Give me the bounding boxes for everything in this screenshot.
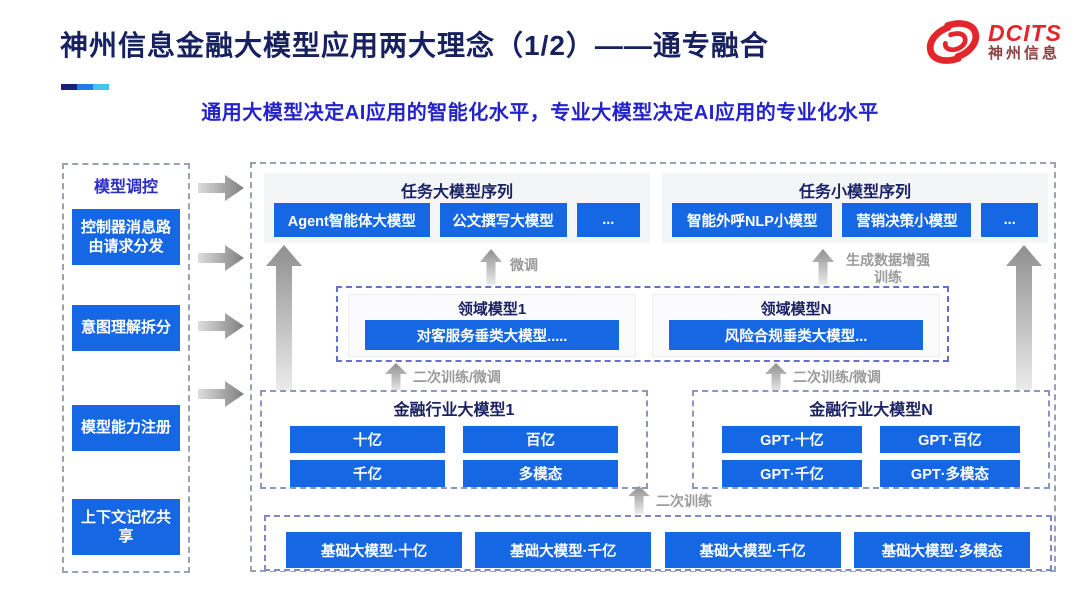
industry-model-1-grid: 十亿 百亿 千亿 多模态 xyxy=(262,420,646,487)
underline-segment xyxy=(93,84,109,90)
node-foundation-100b-2: 基础大模型·千亿 xyxy=(664,532,841,568)
model-architecture-panel: 任务大模型序列 Agent智能体大模型 公文撰写大模型 ... 任务小模型序列 … xyxy=(250,162,1056,572)
sidebar-title: 模型调控 xyxy=(93,179,158,196)
foundation-models-group: 基础大模型·十亿 基础大模型·千亿 基础大模型·千亿 基础大模型·多模态 xyxy=(264,515,1052,571)
page-title: 神州信息金融大模型应用两大理念（1/2）——通专融合 xyxy=(60,30,769,61)
right-arrow-icon xyxy=(198,175,244,201)
underline-segment xyxy=(77,84,93,90)
node-multimodal: 多模态 xyxy=(463,460,618,487)
group-title: 任务大模型序列 xyxy=(400,184,513,201)
node-marketing-model: 营销决策小模型 xyxy=(842,203,972,237)
data-augment-label: 生成数据增强训练 xyxy=(846,252,930,285)
node-customer-service-model: 对客服务垂类大模型..... xyxy=(365,320,619,350)
panel-title: 领域模型1 xyxy=(457,301,527,318)
node-foundation-100b: 基础大模型·千亿 xyxy=(475,532,652,568)
logo-text: DCITS 神州信息 xyxy=(988,20,1062,63)
task-small-model-row: 智能外呼NLP小模型 营销决策小模型 ... xyxy=(672,203,1039,237)
up-arrow-icon xyxy=(812,249,834,285)
node-document-model: 公文撰写大模型 xyxy=(439,203,567,237)
title-underline xyxy=(61,84,109,90)
fine-tune-label: 微调 xyxy=(510,257,538,273)
node-gpt-100b: GPT·千亿 xyxy=(722,460,862,487)
node-gpt-multimodal: GPT·多模态 xyxy=(880,460,1020,487)
node-ellipsis: ... xyxy=(981,203,1039,237)
industry-model-n-group: 金融行业大模型N GPT·十亿 GPT·百亿 GPT·千亿 GPT·多模态 xyxy=(692,390,1050,489)
dcits-swirl-icon xyxy=(926,20,980,64)
right-arrow-icon xyxy=(198,381,244,407)
retrain-finetune-label: 二次训练/微调 xyxy=(793,369,881,385)
up-arrow-icon xyxy=(628,486,650,514)
task-large-model-row: Agent智能体大模型 公文撰写大模型 ... xyxy=(274,203,640,237)
node-outbound-nlp-model: 智能外呼NLP小模型 xyxy=(672,203,833,237)
logo-brand: DCITS xyxy=(988,20,1062,47)
retrain-label: 二次训练 xyxy=(656,493,712,509)
node-100b: 千亿 xyxy=(290,460,445,487)
logo-brand-cn: 神州信息 xyxy=(988,45,1061,63)
node-risk-compliance-model: 风险合规垂类大模型... xyxy=(669,320,923,350)
retrain-finetune-label: 二次训练/微调 xyxy=(413,369,501,385)
foundation-models-row: 基础大模型·十亿 基础大模型·千亿 基础大模型·千亿 基础大模型·多模态 xyxy=(276,532,1040,568)
model-control-panel: 模型调控 控制器消息路由请求分发 意图理解拆分 模型能力注册 上下文记忆共享 xyxy=(62,163,190,573)
domain-model-1-panel: 领域模型1 对客服务垂类大模型..... xyxy=(348,294,636,357)
node-agent-model: Agent智能体大模型 xyxy=(274,203,430,237)
node-1b: 十亿 xyxy=(290,426,445,453)
node-foundation-1b: 基础大模型·十亿 xyxy=(286,532,462,568)
group-title: 金融行业大模型N xyxy=(809,402,933,419)
up-arrow-icon xyxy=(480,249,502,285)
group-title: 任务小模型序列 xyxy=(798,184,911,201)
dcits-logo: DCITS 神州信息 xyxy=(924,18,1062,66)
sidebar-node-context: 上下文记忆共享 xyxy=(72,499,180,555)
node-ellipsis: ... xyxy=(576,203,640,237)
slide-subtitle: 通用大模型决定AI应用的智能化水平，专业大模型决定AI应用的专业化水平 xyxy=(201,102,879,124)
right-arrow-icon xyxy=(198,313,244,339)
group-title: 金融行业大模型1 xyxy=(393,402,515,419)
domain-model-n-panel: 领域模型N 风险合规垂类大模型... xyxy=(652,294,940,357)
domain-models-group: 领域模型1 对客服务垂类大模型..... 领域模型N 风险合规垂类大模型... xyxy=(336,286,949,362)
industry-model-1-group: 金融行业大模型1 十亿 百亿 千亿 多模态 xyxy=(260,390,648,489)
sidebar-node-intent: 意图理解拆分 xyxy=(72,305,180,351)
up-arrow-icon xyxy=(765,363,787,393)
node-gpt-10b: GPT·百亿 xyxy=(880,426,1020,453)
underline-segment xyxy=(61,84,77,90)
sidebar-node-registry: 模型能力注册 xyxy=(72,405,180,451)
node-10b: 百亿 xyxy=(463,426,618,453)
industry-model-n-grid: GPT·十亿 GPT·百亿 GPT·千亿 GPT·多模态 xyxy=(694,420,1048,487)
node-gpt-1b: GPT·十亿 xyxy=(722,426,862,453)
right-arrow-icon xyxy=(198,245,244,271)
task-small-model-group: 任务小模型序列 智能外呼NLP小模型 营销决策小模型 ... xyxy=(662,173,1048,243)
up-arrow-icon xyxy=(385,363,407,393)
task-large-model-group: 任务大模型序列 Agent智能体大模型 公文撰写大模型 ... xyxy=(264,173,650,243)
sidebar-node-router: 控制器消息路由请求分发 xyxy=(72,209,180,265)
panel-title: 领域模型N xyxy=(760,301,832,318)
tall-up-arrow-icon xyxy=(266,245,302,392)
tall-up-arrow-icon xyxy=(1006,245,1042,392)
node-foundation-multimodal: 基础大模型·多模态 xyxy=(853,532,1030,568)
